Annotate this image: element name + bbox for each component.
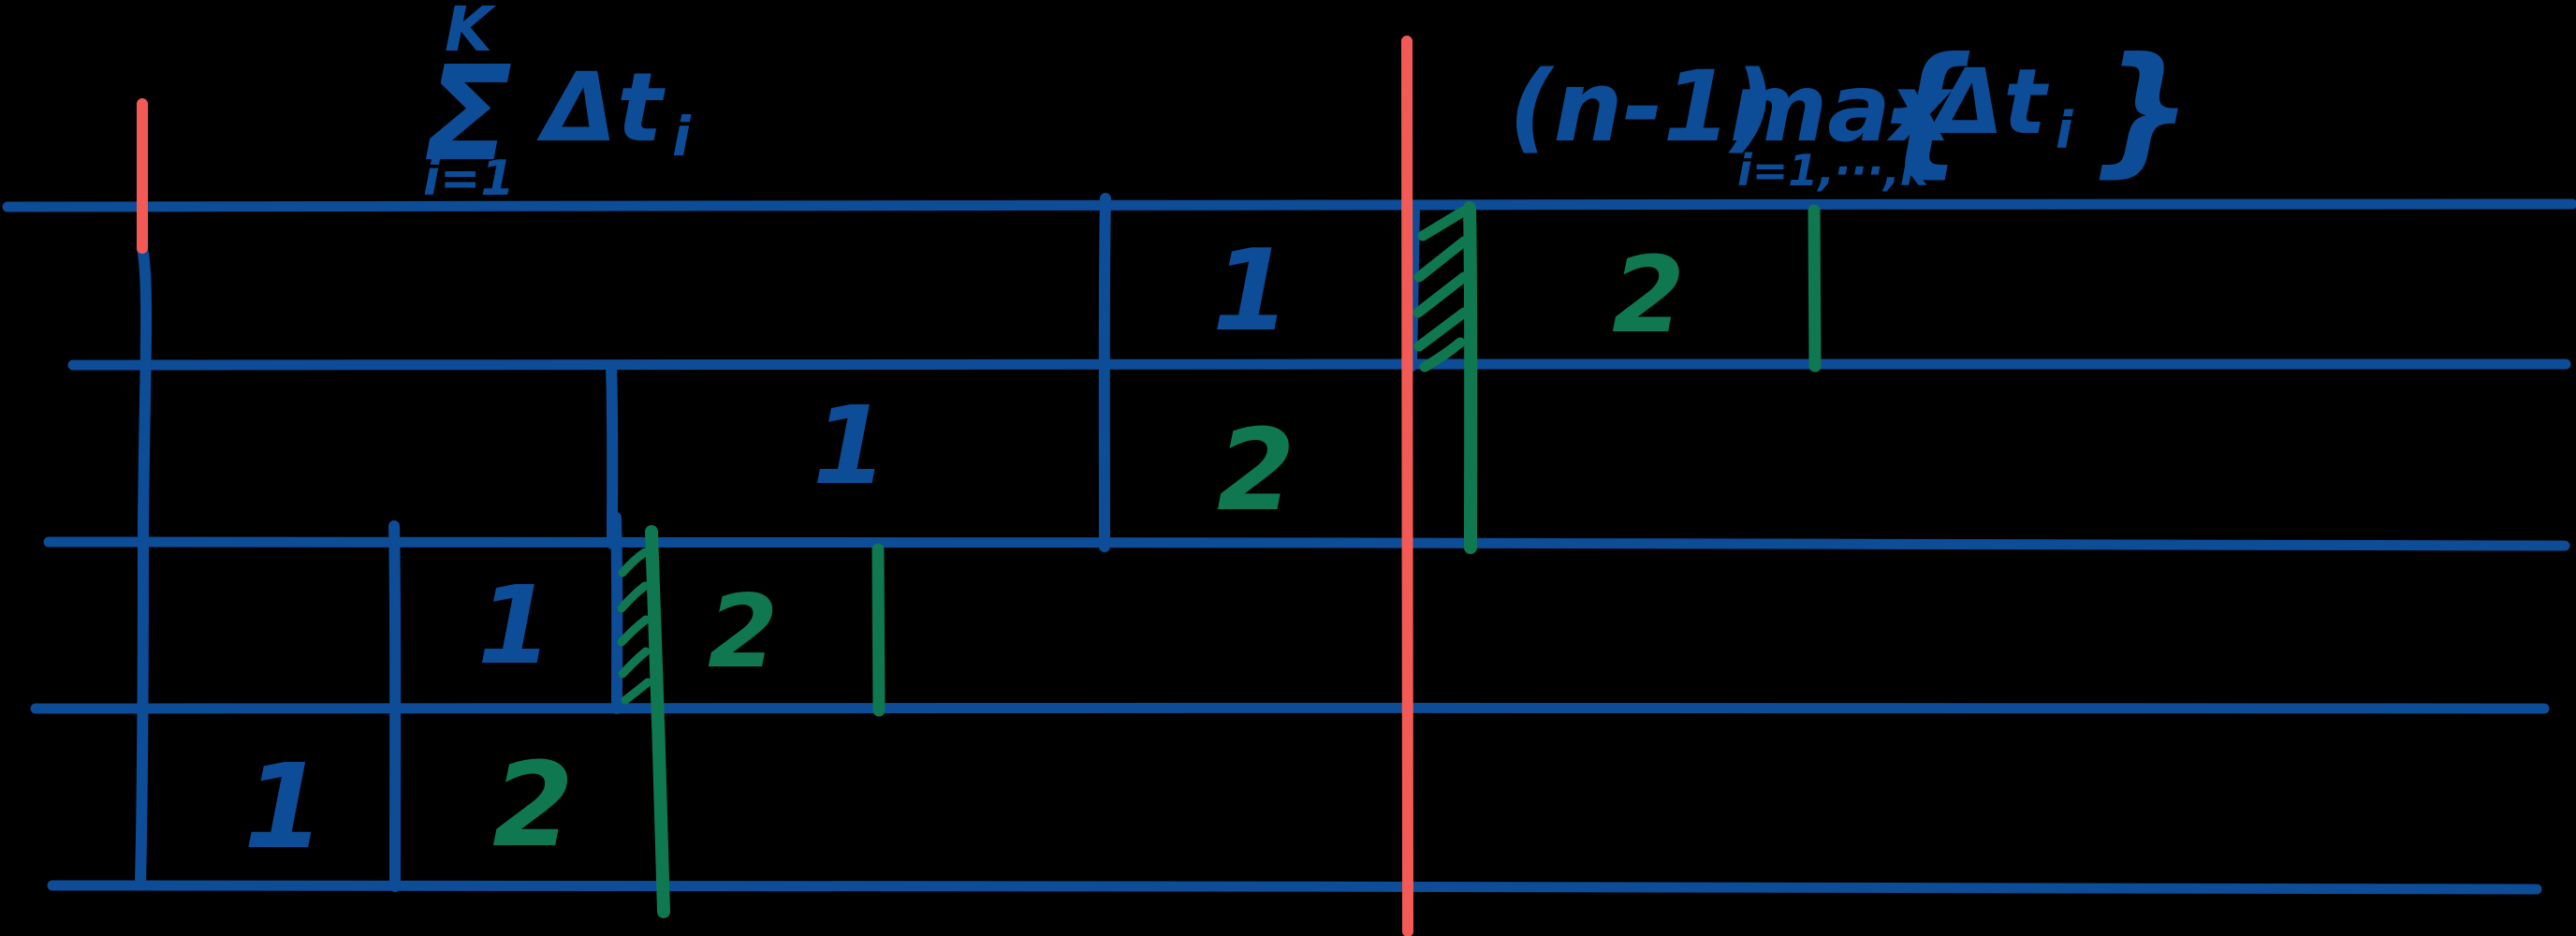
hatch-stroke: [1413, 307, 1470, 352]
timeline-3: [43, 535, 2570, 551]
sum-formula: K Σ i=1 Δt i: [423, 0, 692, 207]
green-tick-row3: [871, 543, 886, 717]
max-operator: max: [1730, 53, 1954, 163]
divider-row3-hatch: [610, 512, 623, 714]
sigma-symbol: Σ: [423, 38, 513, 191]
row1-interval2-label: 2: [1612, 235, 1685, 357]
interval-labels: 1 2 1 2 1 2 1 2: [243, 227, 1685, 875]
divider-rows3-4: [388, 520, 402, 892]
sum-term-sub: i: [672, 105, 692, 168]
hatch-stroke: [1413, 236, 1470, 283]
red-marker-tall: [1401, 36, 1414, 936]
max-term: Δt: [1927, 50, 2049, 154]
divider-left-long: [135, 243, 153, 887]
timeline-1: [2, 198, 2576, 212]
row4-interval2-label: 2: [492, 738, 574, 873]
green-marks: [617, 201, 1822, 918]
hatch-stroke: [617, 615, 651, 647]
timeline-5: [47, 879, 2542, 895]
hatch-stroke: [1412, 271, 1470, 318]
hatch-row3: [617, 548, 652, 705]
sum-lower-limit: i=1: [423, 151, 515, 207]
green-line-rows1-2: [1463, 201, 1478, 554]
hatch-stroke: [1419, 337, 1466, 373]
max-coefficient: (n-1): [1509, 50, 1776, 164]
max-brace-close: }: [2093, 28, 2193, 191]
row2-interval2-label: 2: [1217, 406, 1295, 536]
hatch-stroke: [618, 548, 650, 578]
blue-dividers: [135, 193, 1420, 892]
hatch-row1: [1412, 206, 1470, 373]
max-term-sub: i: [2056, 101, 2074, 160]
row3-interval1-label: 1: [477, 563, 552, 689]
hatch-stroke: [1417, 206, 1469, 241]
sum-term: Δt: [536, 52, 666, 164]
hatch-stroke: [617, 581, 650, 613]
row3-interval2-label: 2: [708, 574, 778, 691]
green-tick-row1: [1808, 204, 1822, 373]
sum-upper-limit: K: [445, 0, 497, 66]
hatch-stroke: [618, 647, 651, 679]
max-brace-open: {: [1876, 28, 1976, 191]
green-line-rows3-4: [645, 525, 670, 918]
max-operator-sub: i=1,···,k: [1737, 145, 1931, 196]
hatch-stroke: [621, 678, 652, 705]
row4-interval1-label: 1: [243, 739, 325, 875]
red-markers: [137, 36, 1414, 936]
row1-interval1-label: 1: [1212, 227, 1291, 357]
row2-interval1-label: 1: [812, 384, 887, 509]
timeline-2: [67, 358, 2571, 371]
max-formula: (n-1) max i=1,···,k { Δt i }: [1509, 28, 2193, 196]
timeline-4: [30, 702, 2550, 714]
